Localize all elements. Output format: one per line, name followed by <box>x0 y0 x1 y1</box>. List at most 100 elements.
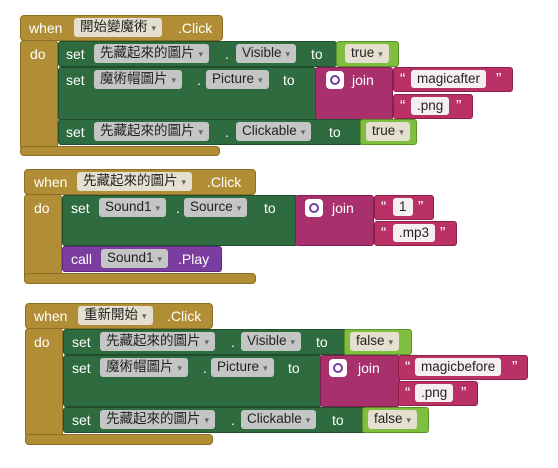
do-keyword: do <box>34 200 50 216</box>
set-keyword: set <box>72 360 91 376</box>
event-name: .Click <box>178 20 213 36</box>
chevron-down-icon: ▾ <box>204 415 210 425</box>
gear-icon-inner <box>333 363 343 373</box>
property-dropdown[interactable]: Visible▾ <box>236 44 297 63</box>
to-keyword: to <box>311 46 323 62</box>
set-keyword: set <box>72 412 91 428</box>
text-value-field[interactable]: .mp3 <box>393 224 436 242</box>
join-keyword: join <box>332 200 354 216</box>
quote-close: ” <box>418 199 424 216</box>
text-value-field[interactable]: 1 <box>393 198 413 216</box>
chevron-down-icon: ▾ <box>399 127 404 137</box>
to-keyword: to <box>283 72 295 88</box>
chevron-down-icon: ▾ <box>171 75 177 85</box>
text-value-field[interactable]: .png <box>411 97 450 115</box>
gear-icon-inner <box>330 75 340 85</box>
text-value-field[interactable]: magicbefore <box>415 358 502 376</box>
join-keyword: join <box>352 72 374 88</box>
logic-value-dropdown[interactable]: false▾ <box>350 332 400 351</box>
to-keyword: to <box>264 200 276 216</box>
property-dropdown[interactable]: Source▾ <box>184 198 248 217</box>
event-component-dropdown[interactable]: 開始變魔術▾ <box>74 18 163 37</box>
do-keyword: do <box>34 334 50 350</box>
logic-value-dropdown[interactable]: false▾ <box>368 410 418 429</box>
text-value-field[interactable]: .png <box>415 384 454 402</box>
chevron-down-icon: ▾ <box>157 254 163 264</box>
property-dropdown[interactable]: Clickable▾ <box>241 410 317 429</box>
call-keyword: call <box>71 251 93 267</box>
chevron-down-icon: ▾ <box>198 127 204 137</box>
chevron-down-icon: ▾ <box>198 49 204 59</box>
set-keyword: set <box>66 124 85 140</box>
chevron-down-icon: ▾ <box>285 49 291 59</box>
chevron-down-icon: ▾ <box>204 337 210 347</box>
chevron-down-icon: ▾ <box>142 311 147 321</box>
quote-open: “ <box>381 225 387 242</box>
chevron-down-icon: ▾ <box>151 23 157 33</box>
component-dropdown[interactable]: 魔術帽圖片▾ <box>100 358 189 377</box>
event-component-dropdown[interactable]: 重新開始▾ <box>78 306 153 325</box>
event-component-dropdown[interactable]: 先藏起來的圖片▾ <box>77 172 193 191</box>
when-keyword: when <box>29 20 63 36</box>
dot-separator: . <box>197 72 201 88</box>
set-keyword: set <box>66 72 85 88</box>
component-dropdown[interactable]: 先藏起來的圖片▾ <box>100 332 216 351</box>
chevron-down-icon: ▾ <box>406 415 412 425</box>
chevron-down-icon: ▾ <box>300 127 306 137</box>
quote-open: “ <box>400 98 406 115</box>
text-value-field[interactable]: magicafter <box>411 70 487 88</box>
quote-close: ” <box>456 98 462 115</box>
component-dropdown[interactable]: 先藏起來的圖片▾ <box>100 410 216 429</box>
chevron-down-icon: ▾ <box>388 337 394 347</box>
dot-separator: . <box>176 200 180 216</box>
chevron-down-icon: ▾ <box>236 203 242 213</box>
event-name: .Click <box>207 174 242 190</box>
chevron-down-icon: ▾ <box>305 415 311 425</box>
chevron-down-icon: ▾ <box>177 363 183 373</box>
gear-icon-inner <box>309 203 319 213</box>
set-keyword: set <box>66 46 85 62</box>
quote-close: ” <box>496 71 502 88</box>
chevron-down-icon: ▾ <box>378 49 383 59</box>
dot-separator: . <box>203 360 207 376</box>
do-keyword: do <box>30 46 46 62</box>
chevron-down-icon: ▾ <box>258 75 263 85</box>
chevron-down-icon: ▾ <box>155 203 161 213</box>
component-dropdown[interactable]: Sound1▾ <box>101 249 169 268</box>
logic-value-dropdown[interactable]: true▾ <box>345 44 389 63</box>
set-source-block[interactable] <box>62 195 298 246</box>
quote-open: “ <box>405 385 411 402</box>
quote-close: ” <box>512 359 518 376</box>
to-keyword: to <box>329 124 341 140</box>
logic-value-dropdown[interactable]: true▾ <box>366 122 410 141</box>
dot-separator: . <box>231 412 235 428</box>
to-keyword: to <box>288 360 300 376</box>
property-dropdown[interactable]: Visible▾ <box>241 332 302 351</box>
component-dropdown[interactable]: 魔術帽圖片▾ <box>94 70 183 89</box>
when-keyword: when <box>34 308 68 324</box>
chevron-down-icon: ▾ <box>263 363 268 373</box>
property-dropdown[interactable]: Picture▾ <box>211 358 274 377</box>
component-dropdown[interactable]: 先藏起來的圖片▾ <box>94 122 210 141</box>
property-dropdown[interactable]: Picture▾ <box>206 70 269 89</box>
dot-separator: . <box>231 334 235 350</box>
to-keyword: to <box>316 334 328 350</box>
quote-close: ” <box>461 385 467 402</box>
event-name: .Click <box>167 308 202 324</box>
method-name: .Play <box>178 251 210 267</box>
quote-open: “ <box>381 199 387 216</box>
component-dropdown[interactable]: 先藏起來的圖片▾ <box>94 44 210 63</box>
set-keyword: set <box>72 334 91 350</box>
when-keyword: when <box>34 174 68 190</box>
quote-close: ” <box>440 225 446 242</box>
set-keyword: set <box>71 200 90 216</box>
component-dropdown[interactable]: Sound1▾ <box>99 198 167 217</box>
to-keyword: to <box>332 412 344 428</box>
dot-separator: . <box>225 124 229 140</box>
dot-separator: . <box>225 46 229 62</box>
join-keyword: join <box>358 360 380 376</box>
property-dropdown[interactable]: Clickable▾ <box>236 122 312 141</box>
quote-open: “ <box>400 71 406 88</box>
chevron-down-icon: ▾ <box>181 177 187 187</box>
